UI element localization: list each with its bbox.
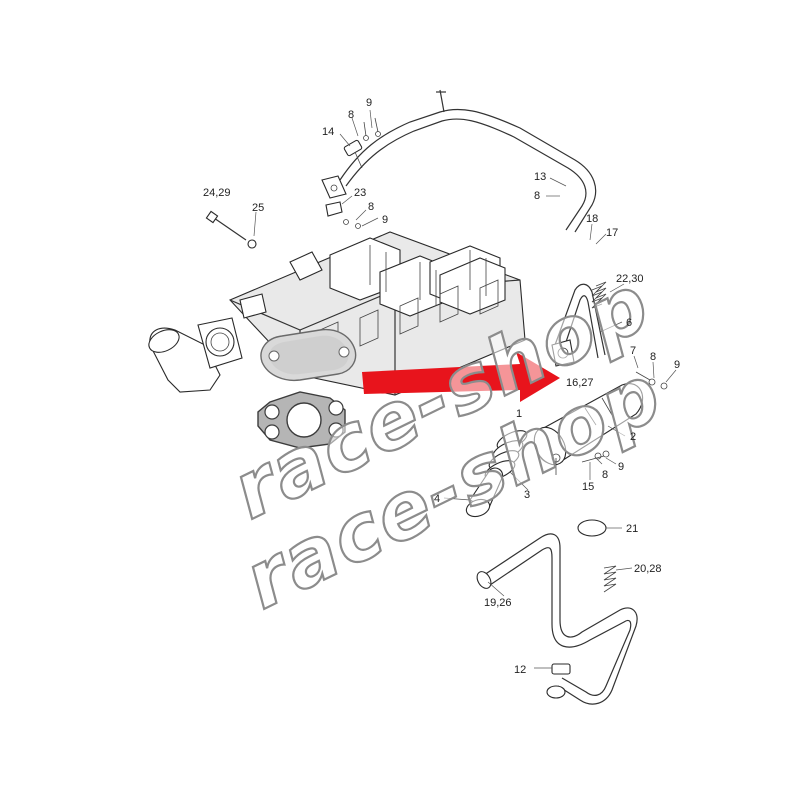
callout-8-c: 8: [534, 190, 540, 202]
callout-1: 1: [516, 408, 522, 420]
water-hose-19-26: [476, 533, 638, 705]
bolt-group-15: [581, 450, 610, 463]
callout-3: 3: [524, 489, 530, 501]
bolt-group-7: [635, 371, 668, 390]
leader-lines: [253, 109, 677, 669]
spring-22-30: [591, 281, 607, 309]
callout-9-b: 9: [382, 214, 388, 226]
callout-24-29: 24,29: [203, 187, 231, 199]
callout-19-26: 19,26: [484, 597, 512, 609]
callout-9-c: 9: [674, 359, 680, 371]
elbow-4: [465, 467, 504, 518]
bolt-24-29: [205, 210, 257, 249]
callout-15: 15: [582, 481, 594, 493]
callout-12: 12: [514, 664, 526, 676]
egr-pipe: [339, 89, 597, 233]
callout-9-d: 9: [618, 461, 624, 473]
callout-17: 17: [606, 227, 618, 239]
callout-21: 21: [626, 523, 638, 535]
bolt-14: [343, 117, 381, 169]
clamp-12: [546, 663, 571, 699]
small-gasket-23: [325, 201, 361, 229]
blanking-plate: [260, 328, 357, 382]
pipe-flange-left: [321, 175, 347, 199]
callout-8-d: 8: [650, 351, 656, 363]
red-pointer-arrow: [362, 352, 560, 402]
thermostat-housing: [148, 317, 243, 393]
callout-8: 8: [348, 109, 354, 121]
callout-16-27: 16,27: [566, 377, 594, 389]
callout-4: 4: [434, 493, 440, 505]
callout-7: 7: [630, 345, 636, 357]
callout-22-30: 22,30: [616, 273, 644, 285]
callout-8-e: 8: [602, 469, 608, 481]
spring-20-28: [603, 565, 617, 593]
pipe-6: [551, 283, 606, 367]
callout-18: 18: [586, 213, 598, 225]
egr-gasket: [257, 391, 346, 449]
callout-25: 25: [252, 202, 264, 214]
callout-13: 13: [534, 171, 546, 183]
egr-cooler: [533, 383, 644, 475]
callout-20-28: 20,28: [634, 563, 662, 575]
callout-23: 23: [354, 187, 366, 199]
callout-9: 9: [366, 97, 372, 109]
callout-labels: 9 8 14 24,29 25 23 8 9 13 8 18 17 22,30 …: [203, 97, 680, 676]
callout-14: 14: [322, 126, 334, 138]
clamp-ring-21: [577, 519, 607, 537]
callout-2: 2: [630, 431, 636, 443]
callout-6: 6: [626, 317, 632, 329]
callout-8-b: 8: [368, 201, 374, 213]
